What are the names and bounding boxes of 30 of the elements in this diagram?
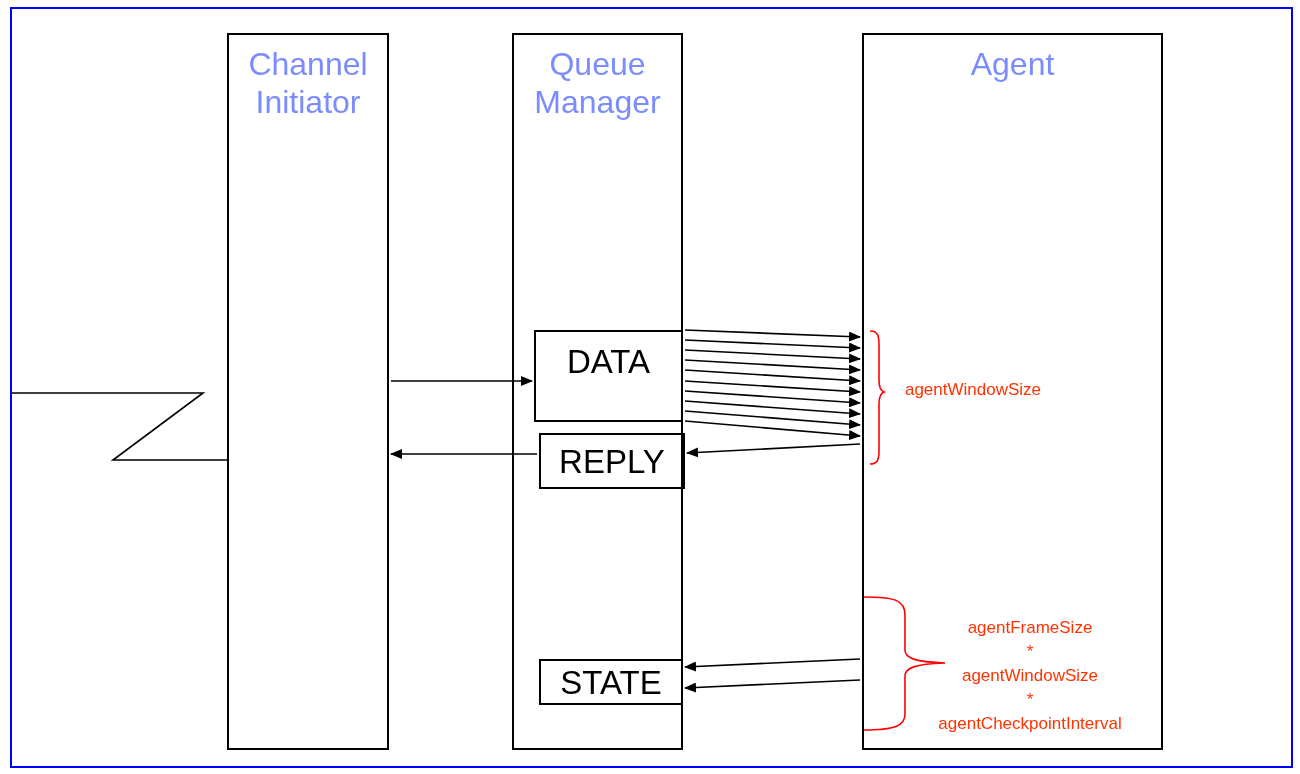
column-title: Channel Initiator (247, 45, 369, 122)
component-column (227, 33, 389, 750)
arrow (684, 679, 861, 693)
arrow (684, 369, 861, 386)
arrow (684, 380, 861, 397)
parameter-label: agentFrameSize * agentWindowSize * agentCheckpointInterval (937, 617, 1123, 735)
column-title: Queue Manager (533, 45, 662, 122)
component-column (862, 33, 1163, 750)
arrow (684, 329, 861, 342)
arrow (684, 349, 861, 364)
arrow (684, 390, 861, 408)
queue-name: REPLY (559, 444, 665, 478)
queue-box (539, 659, 683, 705)
arrow (684, 420, 861, 441)
queue-box (534, 330, 683, 422)
arrow (686, 443, 861, 458)
arrow (684, 359, 861, 375)
component-column (512, 33, 683, 750)
queue-box (539, 433, 685, 489)
arrow (684, 339, 861, 353)
column-title: Agent (970, 45, 1055, 84)
arrow (684, 658, 861, 672)
network-link (11, 392, 228, 461)
queue-name: DATA (566, 344, 651, 378)
parameter-label: agentWindowSize (903, 379, 1043, 401)
arrow (390, 449, 538, 459)
queue-name: STATE (560, 665, 662, 699)
arrow (684, 400, 861, 419)
arrow (684, 410, 861, 430)
arrow (390, 376, 533, 386)
